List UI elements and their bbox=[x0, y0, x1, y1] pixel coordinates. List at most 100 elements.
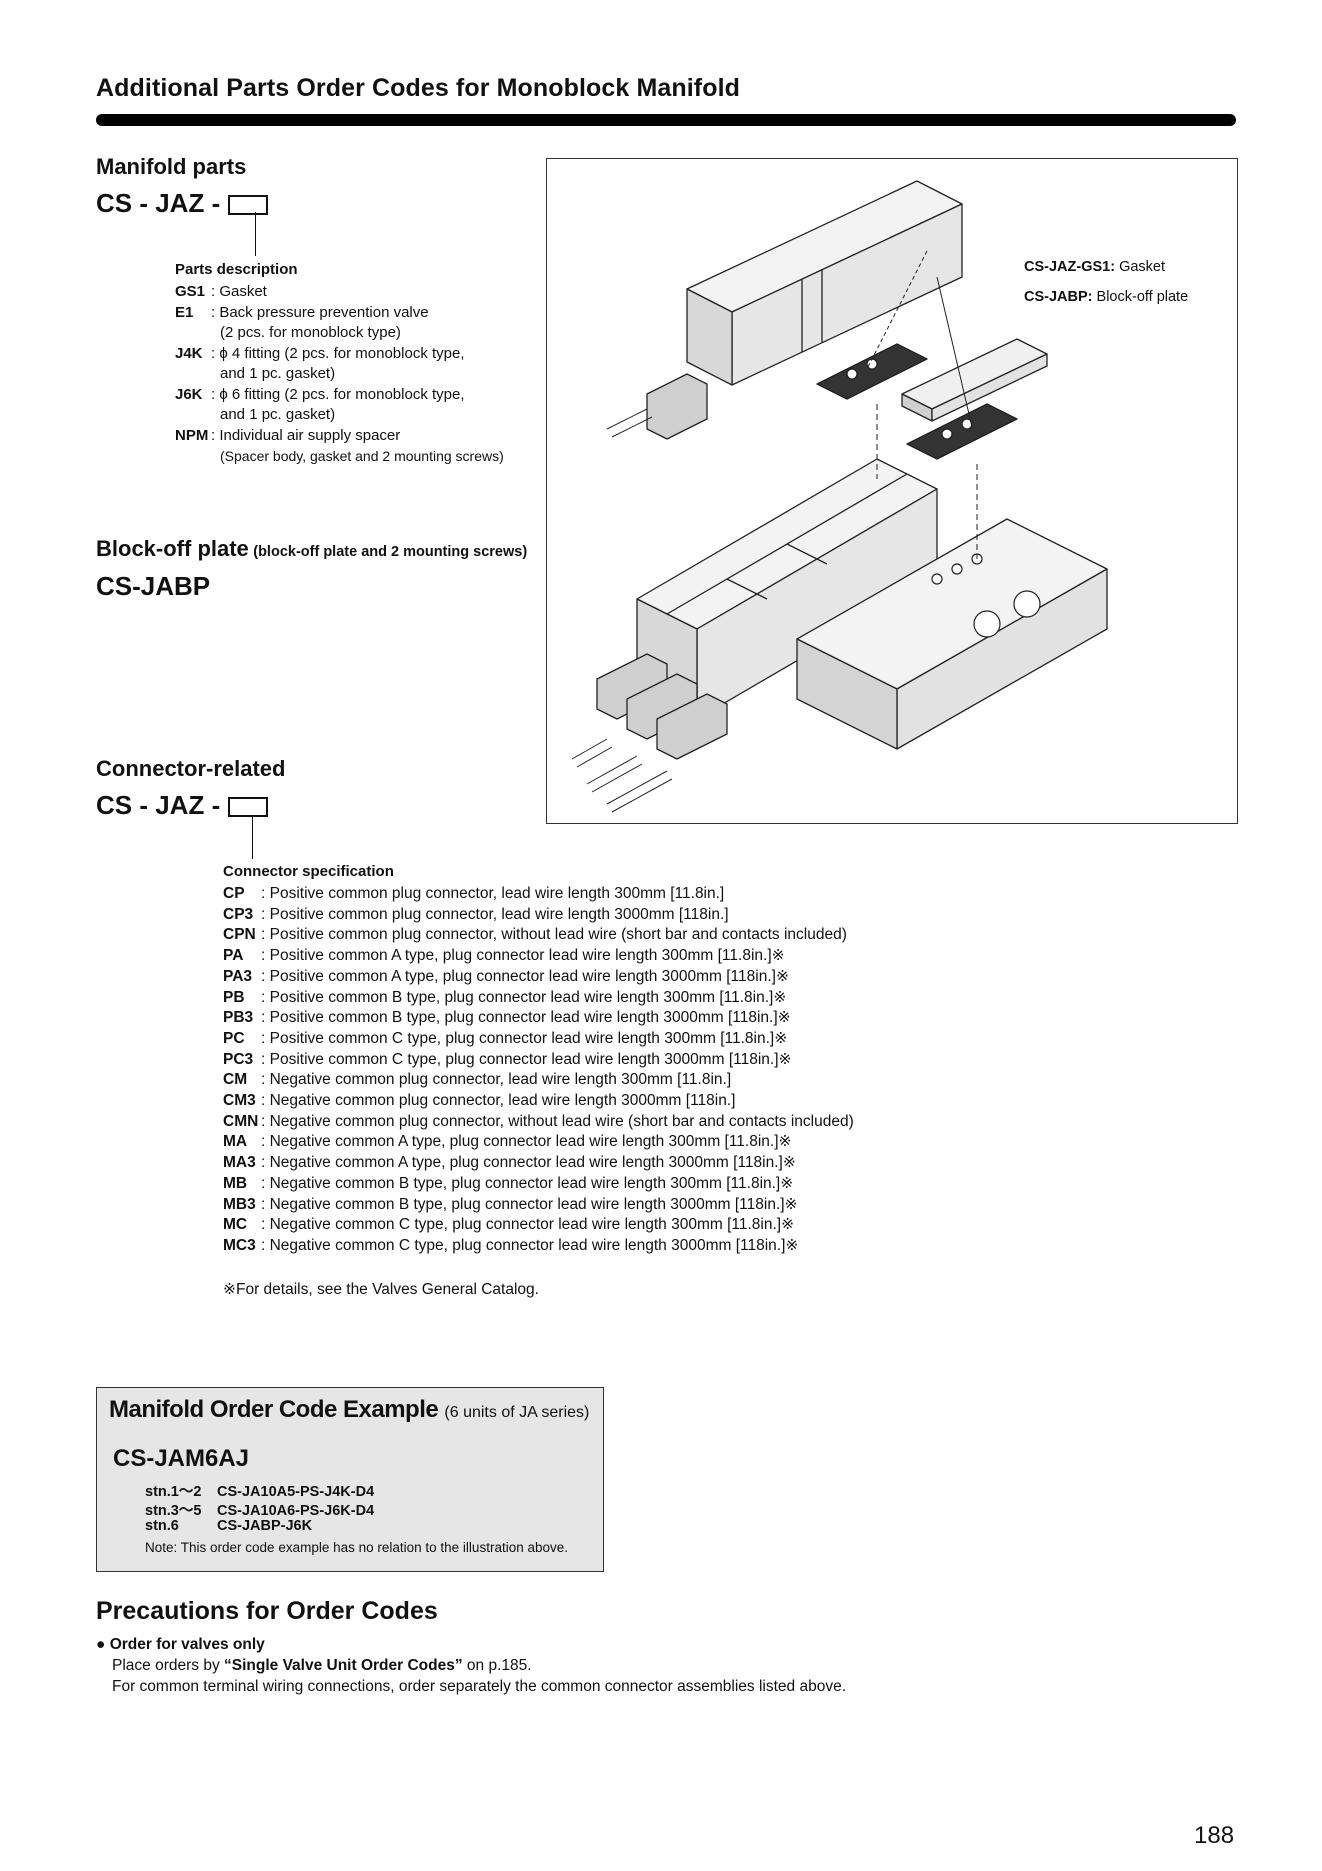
part-description: : Back pressure prevention valve bbox=[211, 303, 429, 321]
connector-spec-item: PA : Positive common A type, plug connect… bbox=[223, 946, 854, 967]
connector-heading: Connector-related bbox=[96, 756, 286, 781]
part-code bbox=[175, 323, 211, 344]
part-description: (2 pcs. for monoblock type) bbox=[220, 324, 401, 341]
connector-spec-title: Connector specification bbox=[223, 863, 394, 880]
connector-description: : Positive common C type, plug connector… bbox=[261, 1050, 792, 1068]
gasket-callout-text: Gasket bbox=[1119, 259, 1166, 275]
connector-description: : Negative common B type, plug connector… bbox=[261, 1174, 794, 1192]
parts-description-item: J4K: ϕ 4 fitting (2 pcs. for monoblock t… bbox=[175, 344, 504, 365]
connector-code: PA bbox=[223, 947, 244, 965]
connector-code: PA3 bbox=[223, 967, 253, 985]
blockoff-heading-small: (block-off plate and 2 mounting screws) bbox=[253, 544, 528, 560]
connector-code: CM bbox=[223, 1071, 248, 1089]
part-description: and 1 pc. gasket) bbox=[220, 365, 336, 382]
connector-code: MA3 bbox=[223, 1154, 256, 1172]
connector-description: : Negative common C type, plug connector… bbox=[261, 1216, 795, 1234]
blockoff-heading: Block-off plate (block-off plate and 2 m… bbox=[96, 536, 527, 562]
connector-code: MC bbox=[223, 1216, 248, 1234]
connector-spec-item: MA3: Negative common A type, plug connec… bbox=[223, 1153, 854, 1174]
connector-code: CP3 bbox=[223, 905, 254, 923]
part-code: NPM bbox=[175, 426, 209, 444]
example-note: Note: This order code example has no rel… bbox=[145, 1540, 568, 1555]
connector-description: : Positive common A type, plug connector… bbox=[261, 967, 789, 985]
connector-spec-item: MB : Negative common B type, plug connect… bbox=[223, 1174, 854, 1195]
parts-description-item: and 1 pc. gasket) bbox=[175, 364, 504, 385]
parts-description-item: E1: Back pressure prevention valve bbox=[175, 303, 504, 324]
part-code bbox=[175, 364, 211, 385]
connector-description: : Negative common plug connector, lead w… bbox=[261, 1071, 732, 1089]
connector-spec-item: MB3 : Negative common B type, plug connec… bbox=[223, 1195, 854, 1216]
parts-description-item: (2 pcs. for monoblock type) bbox=[175, 323, 504, 344]
connector-spec-item: CPN: Positive common plug connector, wit… bbox=[223, 925, 854, 946]
part-code: J6K bbox=[175, 385, 203, 403]
connector-spec-item: MC3: Negative common C type, plug connec… bbox=[223, 1236, 854, 1257]
connector-code: CMN bbox=[223, 1112, 259, 1130]
connector-description: : Positive common B type, plug connector… bbox=[261, 988, 787, 1006]
connector-code: MB bbox=[223, 1174, 248, 1192]
connector-spec-item: CMN: Negative common plug connector, wit… bbox=[223, 1112, 854, 1133]
connector-description: : Positive common plug connector, withou… bbox=[261, 926, 847, 944]
connector-description: : Negative common plug connector, withou… bbox=[261, 1112, 854, 1130]
manifold-parts-heading: Manifold parts bbox=[96, 154, 247, 179]
example-title-small: (6 units of JA series) bbox=[444, 1404, 590, 1421]
manifold-code-prefix: CS - JAZ - bbox=[96, 188, 221, 218]
connector-spec-item: CM : Negative common plug connector, lead… bbox=[223, 1070, 854, 1091]
connector-spec-item: PC3 : Positive common C type, plug connec… bbox=[223, 1050, 854, 1071]
parts-description-item: J6K: ϕ 6 fitting (2 pcs. for monoblock t… bbox=[175, 385, 504, 406]
parts-description-item: GS1: Gasket bbox=[175, 282, 504, 303]
blockoff-heading-text: Block-off plate bbox=[96, 536, 249, 561]
manifold-code: CS - JAZ - bbox=[96, 188, 269, 219]
connector-spec-item: PC: Positive common C type, plug connect… bbox=[223, 1029, 854, 1050]
example-code: CS-JAM6AJ bbox=[113, 1445, 250, 1472]
connector-code: PC3 bbox=[223, 1050, 254, 1068]
connector-description: : Positive common A type, plug connector… bbox=[261, 947, 785, 965]
page-number: 188 bbox=[1194, 1822, 1235, 1849]
leader-line bbox=[255, 212, 256, 256]
blockoff-code: CS-JABP bbox=[96, 571, 211, 601]
connector-spec-item: PB3: Positive common B type, plug connec… bbox=[223, 1008, 854, 1029]
part-description: : Individual air supply spacer bbox=[211, 426, 401, 444]
connector-description: : Positive common B type, plug connector… bbox=[261, 1009, 791, 1027]
gasket-callout-code: CS-JAZ-GS1 bbox=[1024, 259, 1111, 275]
connector-spec-item: MA : Negative common A type, plug connect… bbox=[223, 1132, 854, 1153]
manifold-illustration bbox=[571, 180, 1108, 813]
connector-code: MB3 bbox=[223, 1195, 256, 1213]
connector-description: : Negative common A type, plug connector… bbox=[261, 1133, 792, 1151]
connector-code-prefix: CS - JAZ - bbox=[96, 790, 221, 820]
connector-spec-item: CP : Positive common plug connector, lead… bbox=[223, 884, 854, 905]
connector-code: PC bbox=[223, 1029, 245, 1047]
connector-spec-item: CM3 : Negative common plug connector, lea… bbox=[223, 1091, 854, 1112]
connector-code: MA bbox=[223, 1133, 248, 1151]
order-code-example-box: Manifold Order Code Example (6 units of … bbox=[96, 1387, 604, 1572]
precautions-heading: Precautions for Order Codes bbox=[96, 1597, 438, 1625]
title-underline-bar bbox=[96, 114, 1236, 126]
connector-description: : Negative common plug connector, lead w… bbox=[261, 1092, 736, 1110]
bullet-icon: ● bbox=[96, 1636, 106, 1653]
leader-line bbox=[252, 815, 253, 859]
connector-code: CP bbox=[223, 885, 245, 902]
part-description: : ϕ 4 fitting (2 pcs. for monoblock type… bbox=[211, 344, 465, 362]
connector-description: : Positive common plug connector, lead w… bbox=[261, 885, 725, 902]
part-code: GS1 bbox=[175, 283, 206, 300]
parts-description-item: and 1 pc. gasket) bbox=[175, 405, 504, 426]
code-suffix-box bbox=[228, 797, 269, 818]
connector-description: : Negative common B type, plug connector… bbox=[261, 1195, 798, 1213]
blockoff-callout-code: CS-JABP bbox=[1024, 289, 1088, 305]
code-suffix-box bbox=[228, 195, 269, 216]
precautions-line-2: For common terminal wiring connections, … bbox=[112, 1678, 847, 1695]
example-title: Manifold Order Code Example (6 units of … bbox=[109, 1396, 589, 1424]
connector-spec-item: MC : Negative common C type, plug connect… bbox=[223, 1215, 854, 1236]
connector-description: : Negative common C type, plug connector… bbox=[261, 1236, 799, 1254]
part-description: and 1 pc. gasket) bbox=[220, 406, 336, 423]
npm-sub-note: (Spacer body, gasket and 2 mounting scre… bbox=[220, 448, 504, 464]
page-title: Additional Parts Order Codes for Monoblo… bbox=[96, 74, 741, 102]
connector-spec-item: PB : Positive common B type, plug connect… bbox=[223, 988, 854, 1009]
part-code bbox=[175, 405, 211, 426]
connector-spec-list: CP : Positive common plug connector, lead… bbox=[223, 884, 854, 1257]
connector-code: PB bbox=[223, 988, 245, 1006]
connector-code: CM3 bbox=[223, 1092, 256, 1110]
